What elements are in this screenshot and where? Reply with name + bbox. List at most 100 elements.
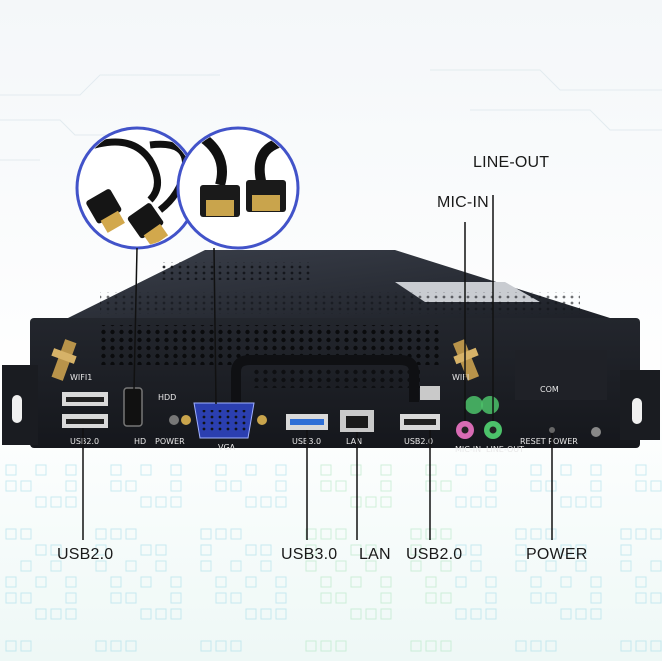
usb3-port[interactable] [286, 414, 328, 430]
grid-square [335, 560, 347, 572]
antenna-connector-right [452, 339, 480, 381]
grid-square [575, 544, 587, 556]
grid-square [650, 640, 662, 652]
power-panel-label: POWER [155, 437, 185, 446]
grid-square [5, 576, 17, 588]
grid-square [95, 640, 107, 652]
grid-square [335, 640, 347, 652]
line-out-jack[interactable] [484, 421, 502, 439]
grid-square [425, 528, 437, 540]
grid-square [590, 576, 602, 588]
grid-square [590, 608, 602, 620]
grid-square [515, 640, 527, 652]
usb2-left-callout: USB2.0 [57, 546, 114, 563]
grid-square [215, 640, 227, 652]
usb2-left-port[interactable] [62, 392, 108, 428]
grid-square [380, 592, 392, 604]
grid-square [380, 608, 392, 620]
grid-square [20, 528, 32, 540]
grid-square [350, 608, 362, 620]
grid-square [560, 576, 572, 588]
grid-square [545, 592, 557, 604]
grid-square [470, 608, 482, 620]
grid-square [50, 560, 62, 572]
grid-square [590, 496, 602, 508]
mic-in-jack[interactable] [456, 421, 474, 439]
grid-square [470, 560, 482, 572]
reset-button[interactable] [549, 427, 555, 433]
grid-square [245, 464, 257, 476]
grid-square [320, 640, 332, 652]
lan-callout: LAN [359, 546, 391, 563]
grid-square [335, 480, 347, 492]
grid-square [35, 576, 47, 588]
grid-square [230, 640, 242, 652]
line-out-callout: LINE-OUT [473, 154, 550, 171]
grid-square [485, 592, 497, 604]
grid-square [305, 528, 317, 540]
grid-square [545, 528, 557, 540]
lan-panel-label: LAN [346, 437, 362, 446]
grid-square [425, 592, 437, 604]
grid-square [560, 464, 572, 476]
grid-square [485, 464, 497, 476]
usb2-right-port[interactable] [400, 414, 440, 430]
grid-square [515, 528, 527, 540]
audio-indicator-pads [465, 396, 499, 414]
grid-square [350, 576, 362, 588]
grid-square [635, 464, 647, 476]
grid-square [125, 640, 137, 652]
grid-square [170, 576, 182, 588]
grid-square [230, 560, 242, 572]
grid-square [470, 496, 482, 508]
vga-port[interactable] [181, 402, 267, 439]
grid-square [200, 528, 212, 540]
grid-square [5, 592, 17, 604]
grid-square [35, 544, 47, 556]
grid-square [650, 480, 662, 492]
grid-square [455, 464, 467, 476]
grid-square [530, 592, 542, 604]
hdmi-port[interactable] [123, 387, 143, 427]
grid-square [110, 528, 122, 540]
grid-square [365, 496, 377, 508]
carry-handle [231, 355, 419, 402]
grid-square [320, 528, 332, 540]
grid-square [65, 496, 77, 508]
grid-square [110, 576, 122, 588]
reset-power-panel-label: RESET POWER [520, 437, 578, 446]
grid-square [5, 640, 17, 652]
hd-panel-label: HD [134, 437, 146, 446]
mounting-bracket-right [620, 370, 660, 440]
grid-square [5, 528, 17, 540]
grid-square [425, 640, 437, 652]
grid-square [65, 576, 77, 588]
grid-square [380, 480, 392, 492]
leader-hdmi [133, 247, 138, 391]
grid-square [35, 496, 47, 508]
grid-square [95, 560, 107, 572]
wifi-right-label: WIFI [452, 373, 469, 382]
grid-square [620, 560, 632, 572]
grid-square [560, 608, 572, 620]
grid-square [455, 608, 467, 620]
grid-square [530, 640, 542, 652]
grid-square [365, 544, 377, 556]
power-button[interactable] [169, 415, 179, 425]
grid-square [305, 544, 317, 556]
grid-square [590, 464, 602, 476]
com-port-cover [515, 350, 607, 400]
grid-square [530, 464, 542, 476]
grid-square [410, 528, 422, 540]
grid-square [275, 592, 287, 604]
grid-square [155, 496, 167, 508]
grid-square [20, 560, 32, 572]
grid-square [260, 544, 272, 556]
grid-square [455, 496, 467, 508]
grid-square [95, 544, 107, 556]
grid-square [635, 640, 647, 652]
lan-port[interactable] [340, 410, 374, 432]
grid-square [110, 480, 122, 492]
grid-square [140, 608, 152, 620]
